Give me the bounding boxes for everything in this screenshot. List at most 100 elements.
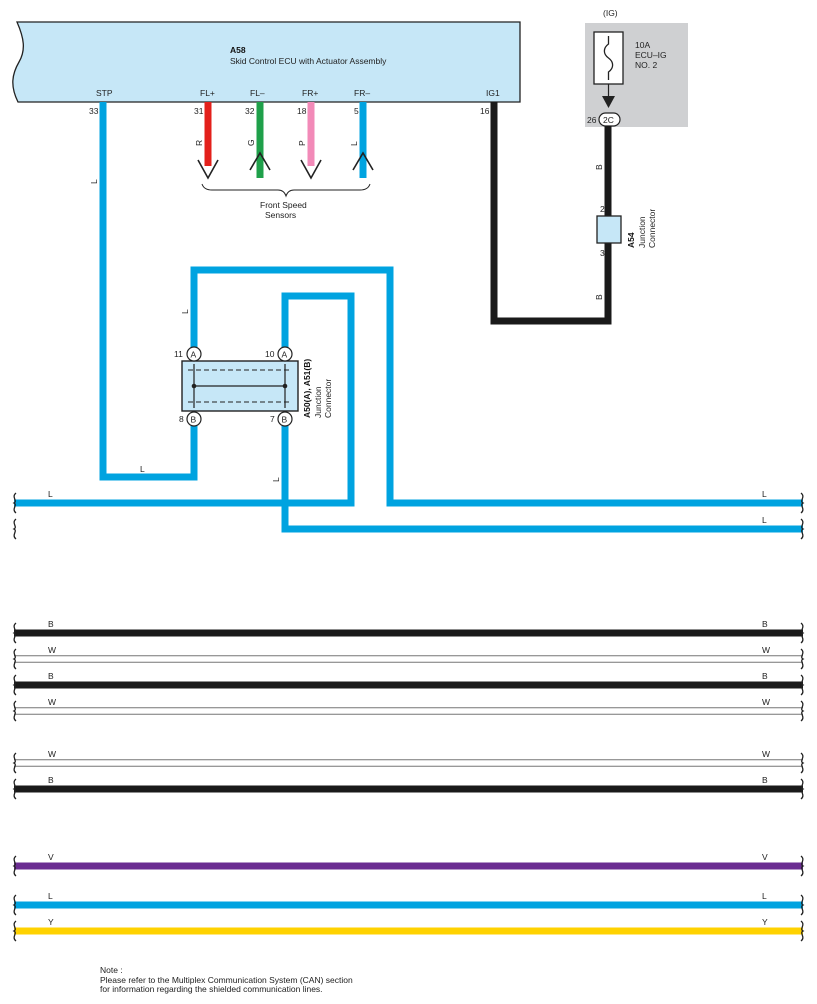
- pin-num-stp: 33: [89, 106, 99, 116]
- wire-a10-run: [14, 292, 355, 507]
- through-line-code-left: W: [48, 645, 56, 655]
- break-mark-icon: [12, 518, 17, 540]
- sensor-label-2: Sensors: [265, 210, 296, 220]
- note-block: Note : Please refer to the Multiplex Com…: [100, 965, 353, 995]
- pin-num-a11: 11: [174, 349, 183, 359]
- arrow-down-icon: [300, 159, 322, 180]
- a50-code: A50(A), A51(B): [302, 359, 312, 418]
- pin-name-fr-minus: FR–: [354, 88, 370, 98]
- break-mark-icon: [800, 894, 805, 916]
- through-line-code-left: W: [48, 749, 56, 759]
- break-mark-icon: [12, 894, 17, 916]
- through-line-code-left: W: [48, 697, 56, 707]
- wire-stp: [99, 102, 198, 481]
- break-mark-icon: [12, 648, 17, 670]
- break-mark-icon: [12, 674, 17, 696]
- a54-label-2: Connector: [647, 209, 657, 248]
- pin-num-b7: 7: [270, 414, 275, 424]
- stp-wire-code-h: L: [140, 464, 145, 474]
- junction-dot: [282, 383, 288, 389]
- fuse-name-2: NO. 2: [635, 60, 657, 70]
- through-line-code-right: L: [762, 891, 767, 901]
- break-mark-icon: [800, 752, 805, 774]
- through-line-code-right: L: [762, 489, 767, 499]
- wire-ig1: [490, 102, 612, 325]
- break-mark-icon: [12, 920, 17, 942]
- ecu-box: [12, 21, 521, 103]
- note-line-1: Please refer to the Multiplex Communicat…: [100, 974, 353, 985]
- through-line-code-left: L: [48, 891, 53, 901]
- through-line-code-right: W: [762, 749, 770, 759]
- a50-label-2: Connector: [323, 379, 333, 418]
- through-line-code-left: Y: [48, 917, 54, 927]
- sensor-wire-code: G: [246, 139, 256, 146]
- a50-label-1: Junction: [313, 386, 323, 418]
- sensor-wire-code: R: [194, 140, 204, 146]
- pin-circle-b7: [277, 411, 293, 427]
- wire-b7-run: [281, 418, 803, 533]
- pin-letter-b: B: [282, 415, 288, 425]
- pin-num-fl-minus: 32: [245, 106, 255, 116]
- fuse-pin-num: 26: [587, 115, 597, 125]
- pin-name-fl-plus: FL+: [200, 88, 215, 98]
- break-mark-icon: [800, 648, 805, 670]
- sensor-label-1: Front Speed: [260, 200, 307, 210]
- pin-circle-a11: [186, 346, 202, 362]
- ig1-wire-code-upper: B: [594, 164, 604, 170]
- a11-wire-code: L: [180, 309, 190, 314]
- break-mark-icon: [12, 855, 17, 877]
- through-line-code-right: B: [762, 671, 768, 681]
- pin-name-stp: STP: [96, 88, 113, 98]
- sensor-brace: [201, 183, 371, 198]
- sensor-wire-code: L: [349, 141, 359, 146]
- a54-label-1: Junction: [637, 216, 647, 248]
- through-line-code-right: V: [762, 852, 768, 862]
- stp-wire-code: L: [89, 179, 99, 184]
- through-line-code-right: Y: [762, 917, 768, 927]
- connector-2c-label: 2C: [603, 115, 614, 125]
- a54-code: A54: [626, 232, 636, 248]
- fuse-symbol: [603, 36, 614, 80]
- pin-name-fr-plus: FR+: [302, 88, 318, 98]
- pin-letter-a: A: [191, 350, 197, 360]
- through-line-code-right: W: [762, 645, 770, 655]
- break-mark-icon: [800, 674, 805, 696]
- through-line-code-left: B: [48, 619, 54, 629]
- pin-circle-a10: [277, 346, 293, 362]
- break-mark-icon: [800, 920, 805, 942]
- fuse-arrow-icon: [602, 96, 615, 108]
- through-line-code-right: W: [762, 697, 770, 707]
- pin-num-a10: 10: [265, 349, 275, 359]
- b7-wire-code: L: [271, 477, 281, 482]
- junction-a54: [596, 215, 622, 244]
- through-line-code-left: B: [48, 775, 54, 785]
- note-line-2: for information regarding the shielded c…: [100, 984, 323, 994]
- break-mark-icon: [12, 700, 17, 722]
- pin-num-fr-plus: 18: [297, 106, 307, 116]
- pin-name-ig1: IG1: [486, 88, 500, 98]
- pin-num-ig1: 16: [480, 106, 490, 116]
- through-line-code-right: B: [762, 619, 768, 629]
- fuse-header: (IG): [603, 8, 618, 18]
- break-mark-icon: [800, 518, 805, 540]
- break-mark-icon: [800, 622, 805, 644]
- pin-num-fl-plus: 31: [194, 106, 204, 116]
- note-title: Note :: [100, 965, 123, 975]
- through-line-code-left: V: [48, 852, 54, 862]
- through-line-code-right: L: [762, 515, 767, 525]
- a54-pin-top: 2: [600, 204, 605, 214]
- break-mark-icon: [12, 622, 17, 644]
- break-mark-icon: [12, 778, 17, 800]
- ecu-name: Skid Control ECU with Actuator Assembly: [230, 56, 387, 66]
- break-mark-icon: [800, 700, 805, 722]
- pin-num-b8: 8: [179, 414, 184, 424]
- arrow-up-icon: [249, 151, 271, 171]
- fuse-rating: 10A: [635, 40, 650, 50]
- break-mark-icon: [12, 752, 17, 774]
- pin-letter-a: A: [282, 350, 288, 360]
- a54-pin-bottom: 3: [600, 248, 605, 258]
- break-mark-icon: [800, 855, 805, 877]
- through-line-code-left: B: [48, 671, 54, 681]
